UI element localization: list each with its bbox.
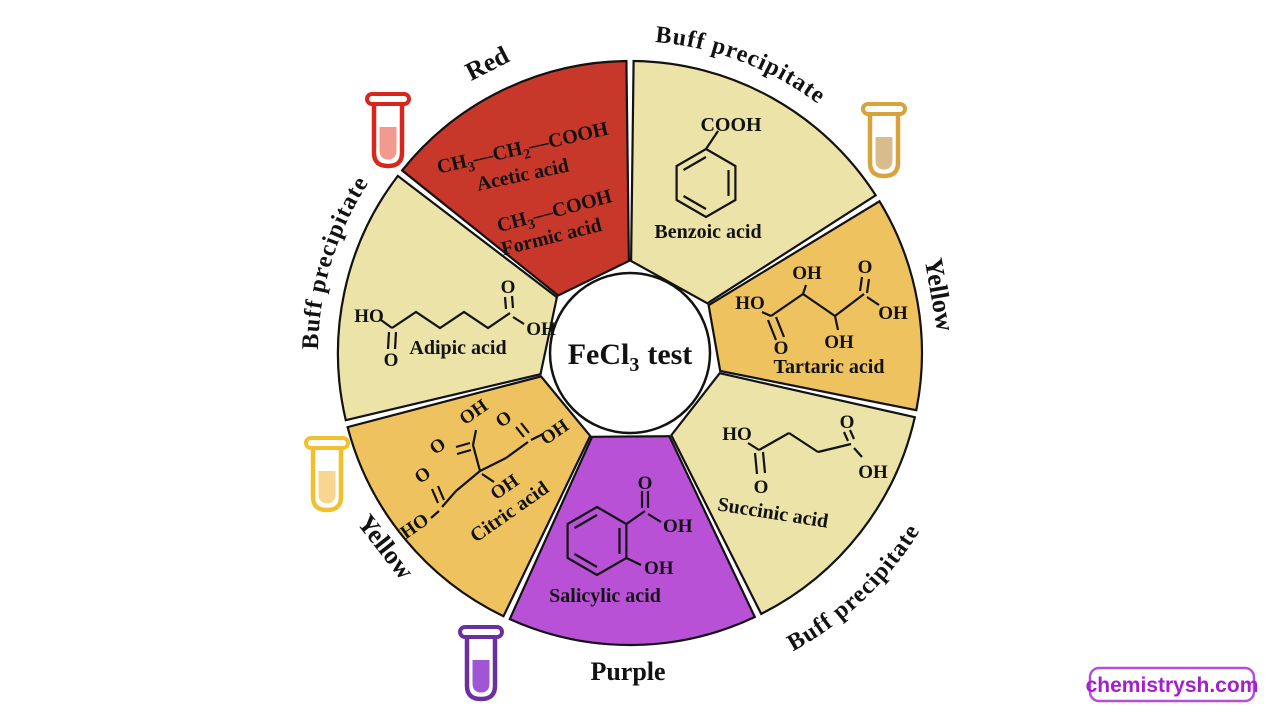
segment-salicylic: [508, 435, 757, 647]
result-label-yellow-right: Yellow: [919, 256, 960, 334]
yellow-test-tube-icon: [304, 436, 350, 513]
segment-benzoic: [629, 59, 878, 305]
buff-test-tube-icon: [861, 102, 907, 179]
tube-liquid: [472, 660, 490, 693]
atom-label: OH: [824, 332, 854, 353]
atom-label: OH: [878, 303, 908, 324]
site-badge-label[interactable]: chemistrysh.com: [1086, 674, 1259, 697]
segment-adipic: [336, 174, 559, 422]
atom-label: O: [840, 412, 855, 433]
atom-label: O: [774, 338, 789, 359]
tube-liquid: [318, 471, 336, 504]
benzoic-acid-name: Benzoic acid: [654, 221, 761, 243]
benzoic-cooh-label: COOH: [700, 114, 762, 136]
atom-label: O: [501, 277, 516, 298]
segment-succinic: [670, 371, 917, 616]
salicylic-acid-name: Salicylic acid: [549, 585, 661, 607]
tube-liquid: [875, 137, 893, 170]
atom-label: OH: [663, 516, 693, 537]
purple-test-tube-icon: [458, 625, 504, 702]
atom-label: HO: [354, 306, 384, 327]
atom-label: O: [754, 477, 769, 498]
adipic-structure: HO O O OH Adipic acid: [354, 277, 556, 371]
segment-tartaric: [707, 199, 924, 412]
tartaric-structure: OH O HO OH O OH Tartaric acid: [735, 257, 908, 378]
atom-label: OH: [792, 263, 822, 284]
tartaric-acid-name: Tartaric acid: [774, 356, 885, 378]
atom-label: O: [638, 473, 653, 494]
atom-label: HO: [722, 424, 752, 445]
tube-liquid: [379, 127, 397, 160]
segment-acetic-formic: [400, 59, 631, 297]
result-label-purple: Purple: [590, 657, 665, 686]
benzoic-structure: COOH Benzoic acid: [654, 114, 762, 243]
site-badge[interactable]: chemistrysh.com: [1086, 666, 1259, 703]
benzene-ring: [675, 147, 737, 219]
adipic-acid-name: Adipic acid: [409, 337, 506, 359]
atom-label: HO: [735, 293, 765, 314]
segment-citric: [346, 375, 592, 618]
red-test-tube-icon: [365, 92, 411, 169]
atom-label: OH: [526, 319, 556, 340]
result-label-red: Red: [461, 40, 515, 86]
atom-label: O: [384, 350, 399, 371]
center-circle: [548, 271, 712, 435]
atom-label: OH: [644, 558, 674, 579]
salicylic-structure: O OH OH Salicylic acid: [549, 473, 693, 607]
atom-label: O: [858, 257, 873, 278]
atom-label: OH: [858, 462, 888, 483]
